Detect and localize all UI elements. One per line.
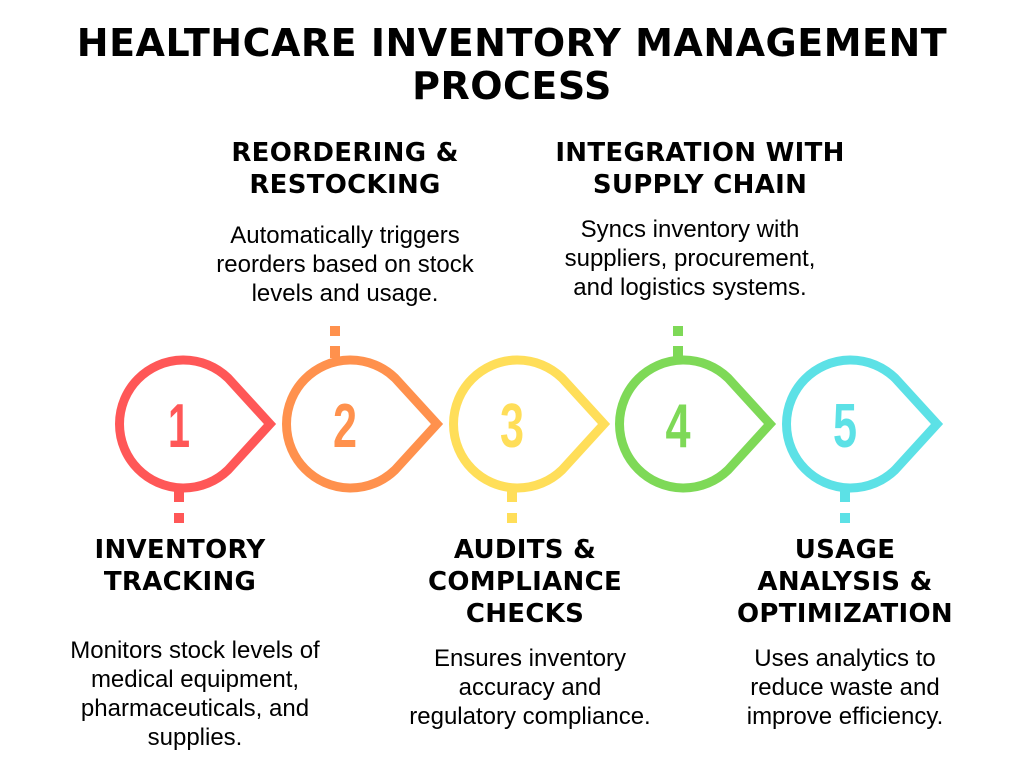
heading-line: SUPPLY CHAIN	[592, 170, 808, 200]
step-3-text: AUDITS & COMPLIANCE CHECKS Ensures inven…	[380, 534, 670, 731]
connector-dash	[507, 513, 517, 523]
step-3-marker: 3	[449, 355, 611, 523]
step-1-text: INVENTORY TRACKING Monitors stock levels…	[40, 534, 320, 752]
step-heading: INTEGRATION WITH SUPPLY CHAIN	[545, 137, 855, 201]
heading-line: COMPLIANCE	[427, 567, 623, 597]
teardrop-icon	[615, 355, 777, 493]
teardrop-icon	[282, 355, 444, 493]
step-description: Monitors stock levels of medical equipme…	[40, 636, 320, 752]
description-line: improve efficiency.	[746, 703, 944, 730]
step-number: 3	[500, 392, 524, 461]
title-line-1: HEALTHCARE INVENTORY MANAGEMENT	[76, 21, 948, 65]
description-line: Monitors stock levels of	[70, 637, 320, 664]
description-line: Automatically triggers	[230, 222, 460, 249]
description-line: reorders based on stock	[216, 251, 474, 278]
description-line: suppliers, procurement,	[564, 245, 816, 272]
heading-line: INVENTORY	[94, 535, 266, 565]
step-number: 5	[833, 392, 857, 461]
connector-stem	[507, 490, 517, 502]
description-line: supplies.	[147, 724, 243, 751]
heading-line: ANALYSIS &	[757, 567, 933, 597]
connector-stem	[330, 346, 340, 358]
connector-dash	[840, 513, 850, 523]
teardrop-icon	[115, 355, 277, 493]
step-heading: AUDITS & COMPLIANCE CHECKS	[380, 534, 670, 630]
description-line: medical equipment,	[90, 666, 300, 693]
step-heading: REORDERING & RESTOCKING	[190, 137, 500, 201]
description-line: Ensures inventory	[433, 645, 627, 672]
connector-stem	[840, 490, 850, 502]
description-line: Uses analytics to	[754, 645, 936, 672]
heading-line: REORDERING &	[231, 138, 459, 168]
heading-line: OPTIMIZATION	[737, 599, 953, 629]
heading-line: INTEGRATION WITH	[555, 138, 845, 168]
heading-line: USAGE	[794, 535, 896, 565]
step-2-marker: 2	[282, 326, 444, 493]
heading-line: CHECKS	[465, 599, 585, 629]
teardrop-icon	[782, 355, 944, 493]
step-description: Ensures inventory accuracy and regulator…	[380, 644, 670, 731]
connector-dash	[673, 326, 683, 336]
step-5-marker: 5	[782, 355, 944, 523]
description-line: and logistics systems.	[573, 274, 807, 301]
page-title: HEALTHCARE INVENTORY MANAGEMENT PROCESS	[0, 22, 1024, 108]
description-line: levels and usage.	[251, 280, 439, 307]
connector-dash	[330, 326, 340, 336]
step-description: Syncs inventory with suppliers, procurem…	[545, 215, 855, 302]
step-heading: INVENTORY TRACKING	[40, 534, 320, 598]
step-4-marker: 4	[615, 326, 777, 493]
step-description: Automatically triggers reorders based on…	[190, 221, 500, 308]
step-number: 4	[666, 392, 691, 461]
step-heading: USAGE ANALYSIS & OPTIMIZATION	[720, 534, 970, 630]
step-2-text: REORDERING & RESTOCKING Automatically tr…	[190, 137, 500, 308]
connector-stem	[673, 346, 683, 358]
step-1-marker: 1	[115, 355, 277, 523]
step-number: 1	[168, 392, 190, 461]
heading-line: RESTOCKING	[249, 170, 441, 200]
title-line-2: PROCESS	[412, 64, 612, 108]
step-number: 2	[333, 392, 357, 461]
teardrop-icon	[449, 355, 611, 493]
description-line: reduce waste and	[750, 674, 940, 701]
description-line: pharmaceuticals, and	[80, 695, 310, 722]
step-description: Uses analytics to reduce waste and impro…	[720, 644, 970, 731]
connector-dash	[174, 513, 184, 523]
step-4-text: INTEGRATION WITH SUPPLY CHAIN Syncs inve…	[545, 137, 855, 302]
description-line: Syncs inventory with	[580, 216, 800, 243]
step-5-text: USAGE ANALYSIS & OPTIMIZATION Uses analy…	[720, 534, 970, 731]
heading-line: TRACKING	[103, 567, 257, 597]
description-line: regulatory compliance.	[409, 703, 651, 730]
connector-stem	[174, 490, 184, 502]
heading-line: AUDITS &	[453, 535, 597, 565]
description-line: accuracy and	[458, 674, 602, 701]
